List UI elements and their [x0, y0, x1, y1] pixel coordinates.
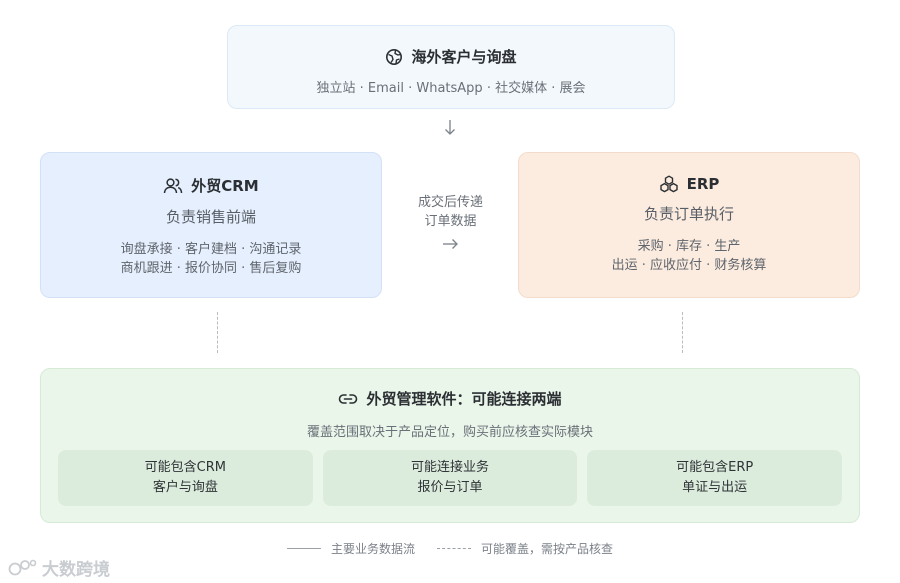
module-erp: 可能包含ERP 单证与出运: [587, 450, 843, 506]
module-business: 可能连接业务 报价与订单: [322, 450, 578, 506]
legend-dashed-label: 可能覆盖，需按产品核查: [481, 542, 614, 556]
watermark-logo-icon: [8, 559, 37, 575]
erp-line-1: 采购 · 库存 · 生产: [637, 239, 741, 254]
legend-dashed-line: [437, 548, 471, 549]
crm-line-1: 询盘承接 · 客户建档 · 沟通记录: [120, 242, 302, 257]
erp-box: ERP 负责订单执行 采购 · 库存 · 生产 出运 · 应收应付 · 财务核算: [518, 152, 860, 298]
crm-box: 外贸CRM 负责销售前端 询盘承接 · 客户建档 · 沟通记录 商机跟进 · 报…: [40, 152, 382, 298]
source-title: 海外客户与询盘: [411, 48, 517, 66]
dashed-connector-right: [682, 312, 683, 353]
transfer-line-1: 成交后传递: [417, 195, 483, 210]
legend: 主要业务数据流 可能覆盖，需按产品核查: [0, 540, 900, 557]
transfer-line-2: 订单数据: [424, 214, 477, 229]
legend-solid-label: 主要业务数据流: [330, 542, 415, 556]
cubes-icon: [659, 175, 678, 193]
crm-line-2: 商机跟进 · 报价协同 · 售后复购: [120, 261, 302, 276]
module-erp-line-1: 可能包含ERP: [676, 460, 754, 475]
module-crm: 可能包含CRM 客户与询盘: [58, 450, 313, 506]
crm-subtitle: 负责销售前端: [165, 208, 256, 226]
software-subtitle: 覆盖范围取决于产品定位，购买前应核查实际模块: [306, 425, 593, 440]
globe-icon: [386, 48, 403, 65]
crm-title: 外贸CRM: [191, 177, 259, 195]
link-icon: [339, 393, 358, 404]
down-arrow-icon: [445, 120, 455, 135]
module-business-line-2: 报价与订单: [417, 480, 483, 495]
module-crm-line-1: 可能包含CRM: [144, 460, 226, 475]
module-erp-line-2: 单证与出运: [682, 480, 748, 495]
module-crm-line-2: 客户与询盘: [152, 480, 218, 495]
dashed-connector-left: [217, 312, 218, 353]
source-subtitle: 独立站 · Email · WhatsApp · 社交媒体 · 展会: [316, 81, 586, 96]
right-arrow-icon: [443, 239, 458, 249]
software-box: 外贸管理软件：可能连接两端 覆盖范围取决于产品定位，购买前应核查实际模块 可能包…: [40, 368, 860, 523]
users-icon: [164, 177, 183, 193]
watermark: 大数跨境: [8, 555, 110, 580]
erp-subtitle: 负责订单执行: [643, 205, 734, 223]
module-list: 可能包含CRM 客户与询盘 可能连接业务 报价与订单 可能包含ERP 单证与出运: [58, 450, 843, 506]
module-business-line-1: 可能连接业务: [411, 460, 490, 475]
software-title: 外贸管理软件：可能连接两端: [366, 390, 562, 408]
erp-line-2: 出运 · 应收应付 · 财务核算: [611, 258, 767, 273]
transfer-label: 成交后传递 订单数据: [398, 193, 503, 231]
legend-solid-line: [286, 548, 321, 549]
erp-title: ERP: [686, 175, 720, 193]
watermark-text: 大数跨境: [42, 560, 110, 580]
source-box: 海外客户与询盘 独立站 · Email · WhatsApp · 社交媒体 · …: [227, 25, 675, 109]
